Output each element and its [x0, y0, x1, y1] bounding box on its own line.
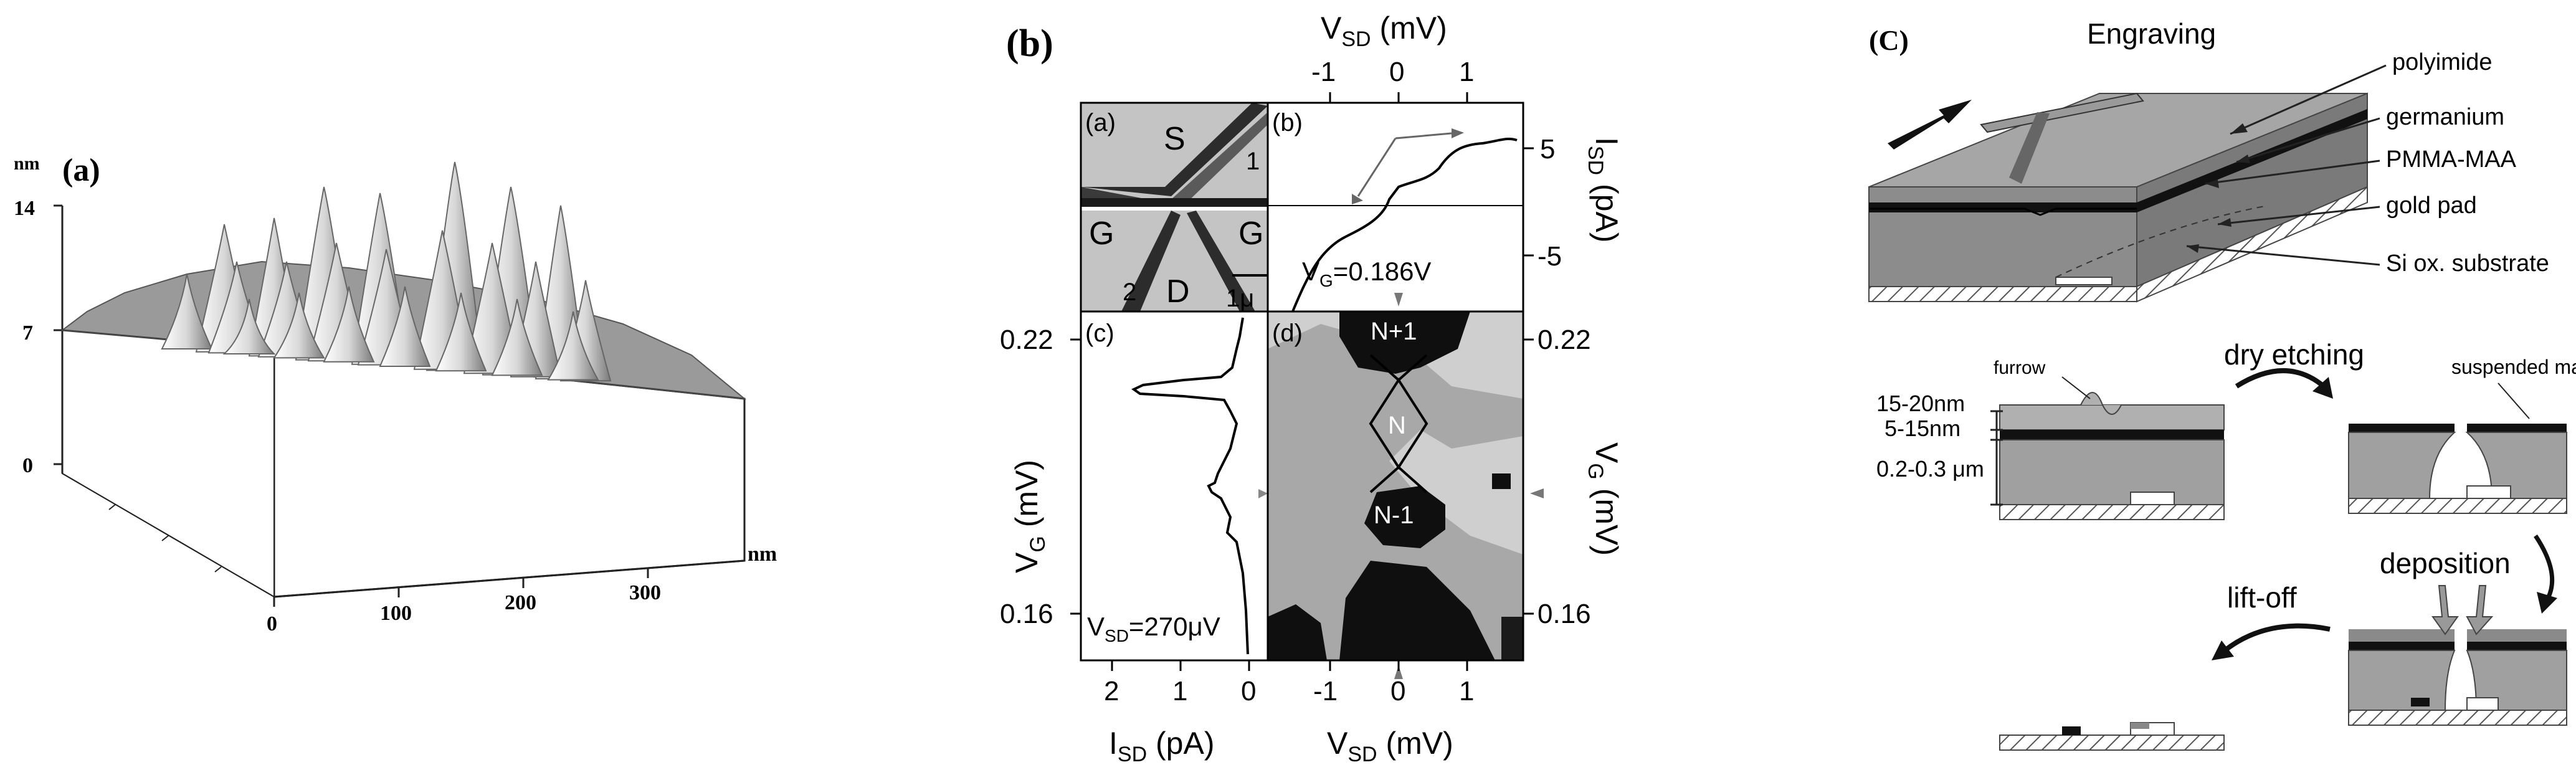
- surface-left-face: [62, 329, 275, 598]
- z-tick-14: 14: [14, 197, 35, 220]
- junction-1-label: 1: [1246, 148, 1260, 175]
- bottom-right-tick-1: 1: [1459, 676, 1474, 706]
- gate-label-right: G: [1238, 216, 1263, 252]
- furrow-label: furrow: [1994, 358, 2046, 378]
- z-tick-0: 0: [22, 454, 33, 477]
- left-axis-label: VG (mV): [1009, 460, 1050, 573]
- scale-bar-label: 1μ: [1226, 285, 1254, 312]
- deposition-label: deposition: [2380, 547, 2511, 579]
- x-tick-300: 300: [629, 581, 661, 604]
- panel-b-label: (b): [1006, 22, 1053, 65]
- state-n: N: [1388, 412, 1406, 439]
- panel-a-label: (a): [62, 153, 100, 188]
- right-top-axis-label: ISD (pA): [1584, 137, 1624, 243]
- surface-peak: [547, 311, 599, 381]
- junction-2-label: 2: [1123, 278, 1136, 306]
- right-tick-016: 0.16: [1538, 599, 1591, 629]
- layer-arrowheads: [2187, 123, 2250, 253]
- z-tick-7: 7: [22, 321, 33, 345]
- bottom-left-tick-0: 0: [1241, 676, 1256, 706]
- left-tick-016: 0.16: [1000, 599, 1053, 629]
- sub-a-micrograph: (a) S G G D 1 2 1μ: [1080, 102, 1269, 313]
- sub-c-label: (c): [1085, 320, 1115, 347]
- sub-d-stability-map: (d) N+1 N N-1: [1267, 293, 1544, 679]
- gate-label-left: G: [1089, 216, 1114, 252]
- right-bottom-axis-label: VG (mV): [1584, 442, 1624, 556]
- sub-b-label: (b): [1272, 109, 1303, 136]
- x-tick-0: 0: [267, 612, 277, 635]
- dry-etching-arrow: [2235, 368, 2326, 389]
- top-tick-1: 1: [1459, 57, 1474, 87]
- drain-label: D: [1166, 273, 1190, 310]
- sub-c-current-trace: (c) VSD=270μV: [1080, 310, 1269, 662]
- right-top-tick-minus5: -5: [1538, 241, 1562, 272]
- dim-5-15nm: 5-15nm: [1884, 416, 1961, 441]
- cross-section-furrow: [1990, 376, 2225, 520]
- x-tick-200: 200: [505, 591, 536, 614]
- x-tick-100: 100: [380, 602, 412, 625]
- source-label: S: [1164, 121, 1186, 157]
- cross-section-deposition: [2348, 585, 2567, 726]
- surface-peak: [379, 286, 431, 367]
- sub-d-label: (d): [1272, 320, 1303, 347]
- layer-gold-pad: gold pad: [2386, 193, 2477, 219]
- cross-section-final: [1999, 722, 2225, 751]
- layer-germanium: germanium: [2386, 104, 2504, 130]
- surface-peak: [435, 292, 487, 372]
- state-n-minus-1: N-1: [1374, 502, 1414, 529]
- layer-leaders: [2186, 64, 2387, 266]
- sub-b-iv-curve: (b) VG=0.186V: [1267, 102, 1524, 313]
- top-tick-0: 0: [1389, 57, 1404, 87]
- bottom-left-tick-2: 2: [1104, 676, 1119, 706]
- sub-a-label: (a): [1085, 109, 1116, 136]
- panel-b-ticks: [1070, 92, 1534, 671]
- z-axis-unit: nm: [14, 153, 40, 174]
- surface-peak: [161, 273, 213, 349]
- suspended-mask-label: suspended mask: [2451, 356, 2576, 378]
- bias-note: VSD=270μV: [1087, 612, 1220, 645]
- bottom-right-axis-label: VSD (mV): [1327, 726, 1453, 766]
- surface-peak: [491, 298, 543, 376]
- panel-c: (C) Engraving: [1868, 17, 2576, 751]
- bottom-right-tick-0: 0: [1390, 676, 1405, 706]
- x-axis-unit: nm: [748, 543, 777, 566]
- bottom-left-tick-1: 1: [1172, 676, 1187, 706]
- dim-15-20nm: 15-20nm: [1876, 391, 1965, 416]
- dim-0.2-0.3um: 0.2-0.3 μm: [1876, 456, 1984, 482]
- dry-etching-label: dry etching: [2224, 338, 2364, 371]
- panel-b: (b) (a) S G G D 1 2 1μ: [1000, 11, 1624, 766]
- layer-substrate: Si ox. substrate: [2386, 250, 2549, 277]
- left-tick-022: 0.22: [1000, 325, 1053, 355]
- top-axis-label: VSD (mV): [1321, 11, 1447, 51]
- engraving-title: Engraving: [2087, 17, 2216, 50]
- surface-peak: [323, 286, 375, 363]
- deposition-flow-arrow: [2534, 535, 2555, 599]
- surface-peak: [273, 292, 325, 359]
- cross-section-suspended-mask: [2348, 383, 2567, 514]
- layer-pmma-maa: PMMA-MAA: [2386, 146, 2517, 173]
- surface-peaks: [161, 161, 612, 382]
- top-tick-minus1: -1: [1311, 57, 1336, 87]
- engraving-block: [1868, 92, 2368, 303]
- surface-peak: [222, 298, 276, 354]
- gate-voltage-note: VG=0.186V: [1302, 257, 1431, 290]
- state-n-plus-1: N+1: [1371, 318, 1417, 345]
- bottom-right-tick-minus1: -1: [1313, 676, 1338, 706]
- layer-polyimide: polyimide: [2392, 49, 2493, 75]
- panel-a: (a) nm 14 7 0 0 100 200 300 nm: [14, 153, 777, 635]
- lift-off-label: lift-off: [2227, 581, 2297, 614]
- panel-c-label: (C): [1869, 24, 1909, 56]
- bottom-left-axis-label: ISD (pA): [1109, 726, 1215, 766]
- lift-off-arrow: [2222, 623, 2331, 654]
- right-tick-022: 0.22: [1538, 325, 1591, 355]
- right-top-tick-5: 5: [1540, 134, 1555, 164]
